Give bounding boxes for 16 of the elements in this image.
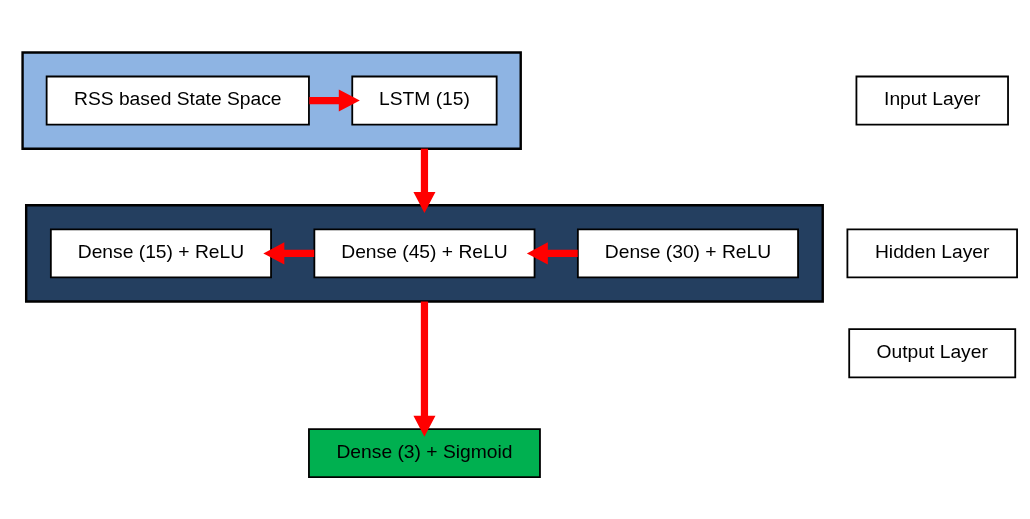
node-box: LSTM (15) (351, 75, 498, 126)
arrow (413, 148, 436, 213)
node-box: Hidden Layer (846, 227, 1018, 278)
node-box: Dense (3) + Sigmoid (308, 427, 541, 478)
node-box: Dense (15) + ReLU (49, 227, 272, 278)
cluster (21, 50, 522, 150)
node-box: Input Layer (855, 75, 1009, 126)
node-box: Dense (45) + ReLU (313, 227, 536, 278)
arrow (309, 89, 360, 112)
arrow (263, 241, 315, 264)
cluster (24, 203, 824, 303)
node-box: Dense (30) + ReLU (576, 227, 799, 278)
arrow (413, 301, 436, 437)
node-box: Output Layer (848, 327, 1017, 378)
node-box: RSS based State Space (45, 75, 310, 126)
arrow (526, 241, 578, 264)
